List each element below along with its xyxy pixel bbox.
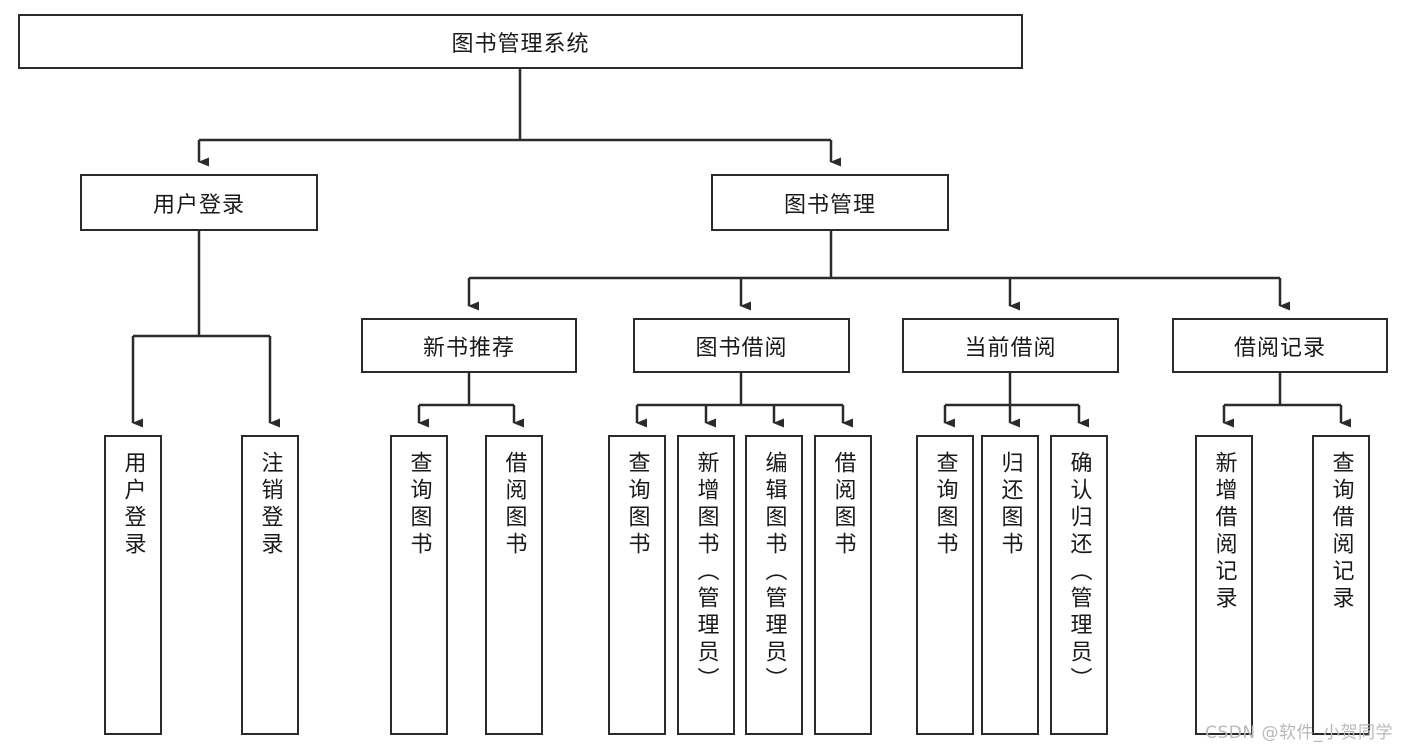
node-leaf-logout[interactable]: 注销登录 [241,435,299,735]
node-leaf-query-book-new-label: 查询图书 [406,451,432,559]
node-user-login[interactable]: 用户登录 [80,174,318,231]
node-leaf-borrow-book[interactable]: 借阅图书 [814,435,872,735]
node-leaf-user-login[interactable]: 用户登录 [104,435,162,735]
node-leaf-add-book[interactable]: 新增图书（管理员） [677,435,735,735]
node-leaf-confirm-return-label: 确认归还（管理员） [1066,451,1092,694]
node-new-book-recommend-label: 新书推荐 [422,335,515,361]
node-leaf-user-login-label: 用户登录 [120,451,146,559]
node-leaf-borrow-book-new[interactable]: 借阅图书 [485,435,543,735]
node-leaf-add-book-label: 新增图书（管理员） [693,451,719,694]
node-borrow-record-label: 借阅记录 [1233,335,1326,361]
node-leaf-edit-book-label: 编辑图书（管理员） [761,451,787,694]
node-leaf-add-record-label: 新增借阅记录 [1211,451,1237,613]
node-leaf-return-book-label: 归还图书 [997,451,1023,559]
node-book-borrow[interactable]: 图书借阅 [633,318,850,373]
node-leaf-confirm-return[interactable]: 确认归还（管理员） [1050,435,1108,735]
node-book-borrow-label: 图书借阅 [695,335,788,361]
node-leaf-query-record-label: 查询借阅记录 [1328,451,1354,613]
node-leaf-edit-book[interactable]: 编辑图书（管理员） [745,435,803,735]
node-current-borrow-label: 当前借阅 [964,335,1057,361]
node-current-borrow[interactable]: 当前借阅 [902,318,1119,373]
node-borrow-record[interactable]: 借阅记录 [1172,318,1388,373]
watermark: CSDN @软件_小贺同学 [1205,723,1393,743]
node-leaf-query-book-cur-label: 查询图书 [932,451,958,559]
node-leaf-logout-label: 注销登录 [257,451,283,559]
node-user-login-label: 用户登录 [152,192,245,218]
node-book-management[interactable]: 图书管理 [711,174,949,231]
node-leaf-query-book-new[interactable]: 查询图书 [390,435,448,735]
node-new-book-recommend[interactable]: 新书推荐 [361,318,577,373]
node-root[interactable]: 图书管理系统 [18,14,1023,69]
node-leaf-borrow-book-label: 借阅图书 [830,451,856,559]
node-leaf-query-book-borrow[interactable]: 查询图书 [608,435,666,735]
node-leaf-query-book-borrow-label: 查询图书 [624,451,650,559]
node-leaf-query-book-cur[interactable]: 查询图书 [916,435,974,735]
node-leaf-query-record[interactable]: 查询借阅记录 [1312,435,1370,735]
node-leaf-return-book[interactable]: 归还图书 [981,435,1039,735]
node-root-label: 图书管理系统 [451,31,590,57]
node-leaf-add-record[interactable]: 新增借阅记录 [1195,435,1253,735]
node-leaf-borrow-book-new-label: 借阅图书 [501,451,527,559]
node-book-management-label: 图书管理 [783,192,876,218]
